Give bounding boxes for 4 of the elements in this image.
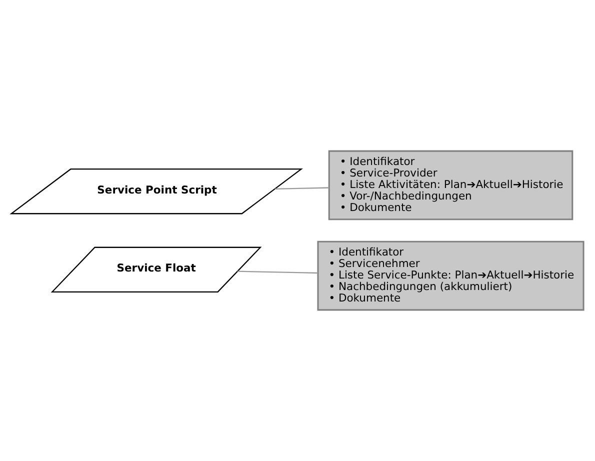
node-box: • Identifikator • Servicenehmer • Liste Service-Punkte: Plan➔Aktuell➔Historie • Nachbedingungen (akkumuliert) • Dokumente (317, 240, 584, 311)
node-box: • Identifikator • Service-Provider • Liste Aktivitäten: Plan➔Aktuell➔Historie • Vor-/Nachbedingungen • Dokumente (328, 150, 574, 220)
connector (237, 270, 318, 274)
connector (274, 187, 330, 190)
